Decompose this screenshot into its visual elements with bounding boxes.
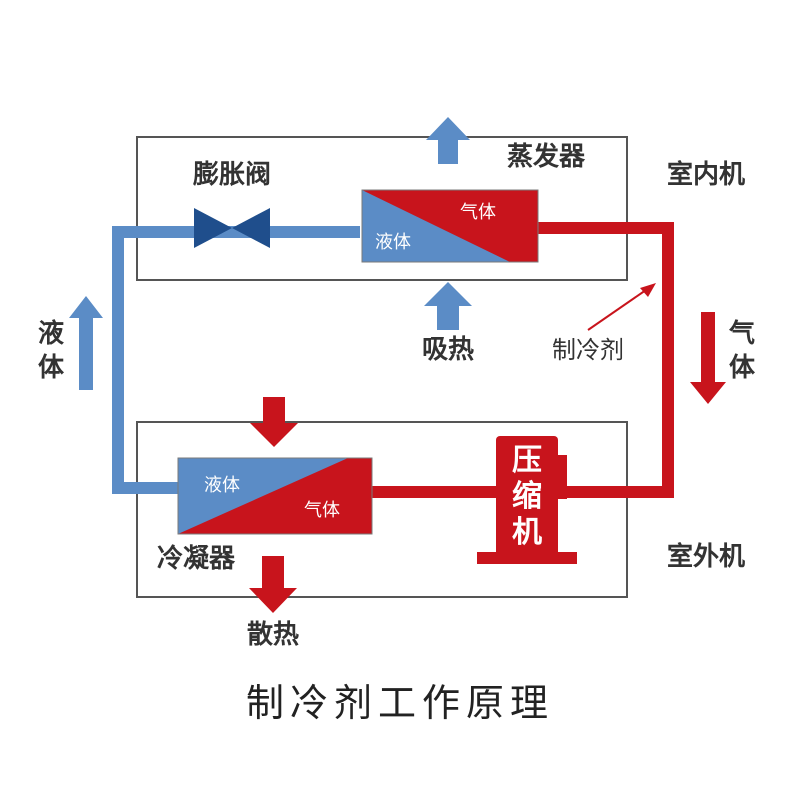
compressor-icon bbox=[477, 436, 577, 564]
expansion-valve-label: 膨胀阀 bbox=[193, 160, 271, 190]
evaporator-liquid-label: 液体 bbox=[375, 232, 411, 253]
evaporator-exchanger bbox=[361, 189, 539, 263]
compressor-label-1: 压 bbox=[512, 443, 542, 478]
refrigerant-label: 制冷剂 bbox=[552, 336, 624, 364]
release-heat-arrow-icon bbox=[249, 556, 297, 613]
expansion-valve-icon bbox=[194, 208, 270, 248]
condenser-liquid-label: 液体 bbox=[204, 475, 240, 496]
condenser-exchanger bbox=[177, 457, 373, 535]
compressor-label-3: 机 bbox=[512, 515, 542, 550]
evaporator-label: 蒸发器 bbox=[507, 141, 586, 172]
compressor-label-2: 缩 bbox=[512, 479, 542, 514]
liquid-pipe bbox=[112, 226, 360, 494]
condenser-gas-label: 气体 bbox=[304, 500, 340, 521]
release-heat-label: 散热 bbox=[247, 620, 299, 650]
absorb-heat-arrow-icon bbox=[424, 282, 472, 330]
condenser-label: 冷凝器 bbox=[157, 543, 236, 574]
outdoor-unit-label: 室外机 bbox=[667, 541, 745, 572]
liquid-up-arrow-icon bbox=[69, 296, 103, 390]
gas-down-arrow-icon bbox=[690, 312, 726, 404]
outdoor-unit-box bbox=[136, 421, 628, 598]
diagram-title: 制冷剂工作原理 bbox=[245, 681, 554, 725]
indoor-unit-label: 室内机 bbox=[667, 159, 745, 190]
liquid-side-label-1: 液 bbox=[38, 319, 64, 349]
indoor-unit-box bbox=[136, 136, 628, 281]
gas-side-label-2: 体 bbox=[729, 353, 756, 383]
liquid-side-label-2: 体 bbox=[38, 353, 65, 383]
evaporator-gas-label: 气体 bbox=[460, 202, 496, 223]
gas-side-label-1: 气 bbox=[728, 318, 755, 349]
refrigerant-pointer-icon bbox=[587, 283, 656, 331]
top-up-arrow-icon bbox=[426, 117, 470, 164]
absorb-heat-label: 吸热 bbox=[422, 335, 474, 365]
condenser-in-arrow-icon bbox=[250, 397, 298, 447]
